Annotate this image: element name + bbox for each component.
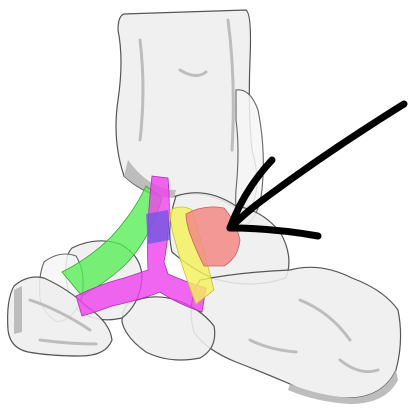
calcaneus-bone — [191, 267, 400, 398]
metatarsal-shadow — [14, 286, 22, 334]
ligament-overlap — [146, 210, 170, 244]
